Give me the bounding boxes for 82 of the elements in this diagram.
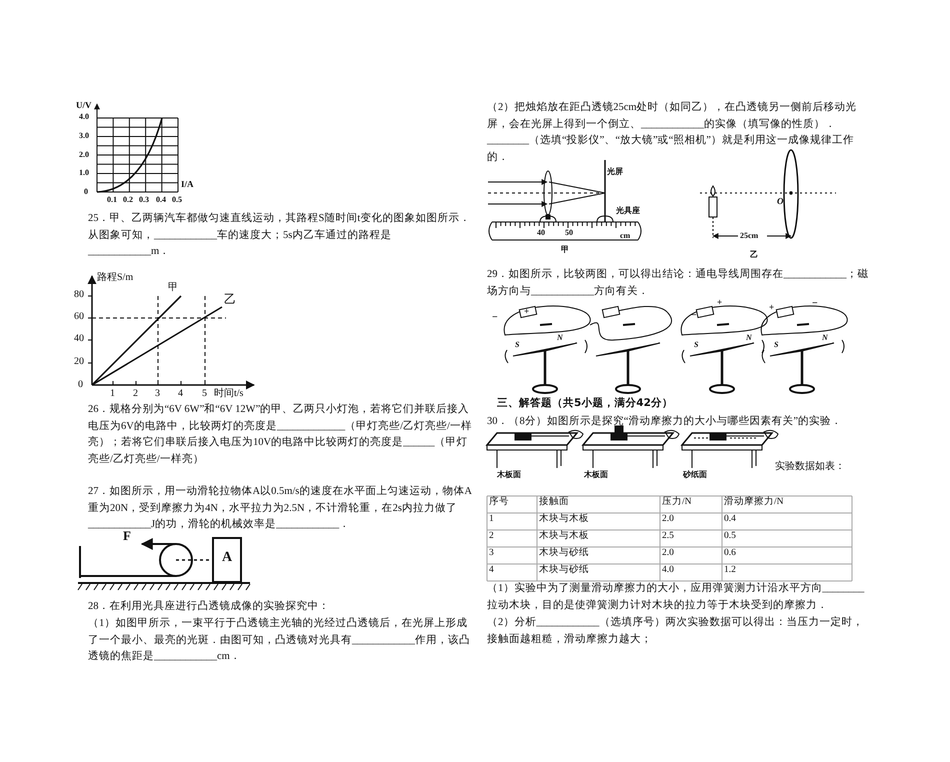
tick-label: 80 xyxy=(74,289,84,301)
figure-caption: 甲 xyxy=(561,245,569,255)
figure-caption: 砂纸面 xyxy=(683,470,707,480)
table-header: 滑动摩擦力/N xyxy=(724,497,784,508)
axis-label: 时间t/s xyxy=(214,388,244,400)
polarity-sign: + xyxy=(717,297,722,308)
tick-label: 50 xyxy=(565,228,573,238)
center-label: O xyxy=(777,196,784,207)
tick-label: 1.0 xyxy=(79,168,89,178)
note-text: 实验数据如表： xyxy=(775,461,845,473)
pole-letter: N xyxy=(557,333,563,343)
table-cell: 0.6 xyxy=(724,548,736,560)
section-heading: 三、解答题（共5小题，满分42分） xyxy=(497,397,673,410)
unit-label: cm xyxy=(620,231,630,241)
block-label: A xyxy=(222,550,232,567)
table-cell: 3 xyxy=(489,548,494,560)
tick-label: 3 xyxy=(155,388,160,400)
pole-letter: N xyxy=(822,333,828,343)
tick-label: 3.0 xyxy=(79,131,89,141)
question-text: 28．在利用光具座进行凸透镜成像的实验探究中： xyxy=(88,599,330,614)
tick-label: 2 xyxy=(133,388,138,400)
question-text: 30．（8分）如图所示是探究“滑动摩擦力的大小与哪些因素有关”的实验． xyxy=(487,414,844,429)
question-text: 29．如图所示，比较两图，可以得出结论：通电导线周围存在____________；磁场方向与____________方向有关． xyxy=(487,267,870,298)
tick-label: 2.0 xyxy=(79,150,89,160)
tick-label: 40 xyxy=(74,333,84,345)
tick-label: 0 xyxy=(84,187,88,197)
table-cell: 4 xyxy=(489,565,494,576)
question-text: （2）分析____________（选填序号）两次实验数据可以得出：当压力一定时，接触面越粗糙，滑动摩擦力越大； xyxy=(487,615,864,646)
polarity-sign: − xyxy=(812,298,818,310)
axis-label: I/A xyxy=(181,179,194,190)
pole-letter: S xyxy=(694,340,698,350)
polarity-sign: − xyxy=(691,310,697,322)
table-cell: 木块与木板 xyxy=(539,514,589,526)
figure-caption: 乙 xyxy=(750,250,758,260)
table-cell: 木块与砂纸 xyxy=(539,548,589,560)
table-header: 序号 xyxy=(489,497,509,508)
tick-label: 4.0 xyxy=(79,112,89,122)
axis-label: 路程S/m xyxy=(97,272,134,284)
polarity-sign: + xyxy=(524,306,530,317)
question-text: 26．规格分别为“6V 6W”和“6V 12W”的甲、乙两只小灯泡，若将它们并联后接入电压为6V的电路中，比较两灯的亮度是_____________（甲灯亮些/乙灯亮些/一样亮）；若将它们串联后接入电压为10V的电路中比较两灯的亮度是______（甲灯亮些/乙灯亮些/一样亮） xyxy=(88,402,473,466)
question-text: （1）实验中为了测量滑动摩擦力的大小，应用弹簧测力计沿水平方向________拉动木块，目的是使弹簧测力计对木块的拉力等于木块受到的摩擦力． xyxy=(487,581,866,612)
tick-label: 0.5 xyxy=(172,195,182,205)
table-cell: 1.2 xyxy=(724,565,736,576)
table-header: 接触面 xyxy=(539,497,569,508)
dimension-label: 25cm xyxy=(740,231,758,241)
question-text: （1）如图甲所示，一束平行于凸透镜主光轴的光经过凸透镜后，在光屏上形成了一个最小、最亮的光斑．由图可知，凸透镜对光具有____________作用，该凸透镜的焦距是____________cm． xyxy=(88,616,471,664)
tick-label: 0.4 xyxy=(156,195,166,205)
tick-label: 0.2 xyxy=(123,195,133,205)
tick-label: 60 xyxy=(74,311,84,323)
table-cell: 2.0 xyxy=(662,514,674,526)
tick-label: 1 xyxy=(110,388,115,400)
pole-letter: N xyxy=(746,333,752,343)
table-cell: 0.5 xyxy=(724,531,736,542)
figure-caption: 木板面 xyxy=(584,470,608,480)
tick-label: 4 xyxy=(178,388,183,400)
table-cell: 1 xyxy=(489,514,494,526)
table-cell: 2.5 xyxy=(662,531,674,542)
polarity-sign: − xyxy=(492,312,498,324)
table-cell: 木块与木板 xyxy=(539,531,589,542)
tick-label: 0.3 xyxy=(139,195,149,205)
pole-letter: S xyxy=(774,340,778,350)
tick-label: 20 xyxy=(74,356,84,368)
tick-label: 0.1 xyxy=(107,195,117,205)
question-text: 25．甲、乙两辆汽车都做匀速直线运动，其路程S随时间t变化的图象如图所示．从图象可知，____________车的速度大；5s内乙车通过的路程是____________m． xyxy=(88,211,472,259)
question-text: （2）把烛焰放在距凸透镜25cm处时（如同乙），在凸透镜另一侧前后移动光屏，会在光屏上得到一个倒立、____________的实像（填写像的性质）．________（选填“投影仪”、“放大镜”或“照相机”）就是利用这一成像规律工作的． xyxy=(487,100,858,164)
line-label: 甲 xyxy=(168,282,178,294)
table-cell: 4.0 xyxy=(662,565,674,576)
tick-label: 5 xyxy=(202,388,207,400)
line-label: 乙 xyxy=(224,292,236,306)
screen-label: 光屏 xyxy=(607,167,623,177)
tick-label: 0 xyxy=(78,379,83,391)
table-cell: 0.4 xyxy=(724,514,736,526)
axis-label: U/V xyxy=(76,100,92,111)
polarity-sign: + xyxy=(769,302,774,313)
pole-letter: S xyxy=(515,340,520,350)
figure-caption: 木板面 xyxy=(497,470,521,480)
table-cell: 2.0 xyxy=(662,548,674,560)
bench-label: 光具座 xyxy=(616,206,640,216)
table-cell: 2 xyxy=(489,531,494,542)
tick-label: 40 xyxy=(537,228,545,238)
table-cell: 木块与砂纸 xyxy=(539,565,589,576)
table-header: 压力/N xyxy=(662,497,692,508)
